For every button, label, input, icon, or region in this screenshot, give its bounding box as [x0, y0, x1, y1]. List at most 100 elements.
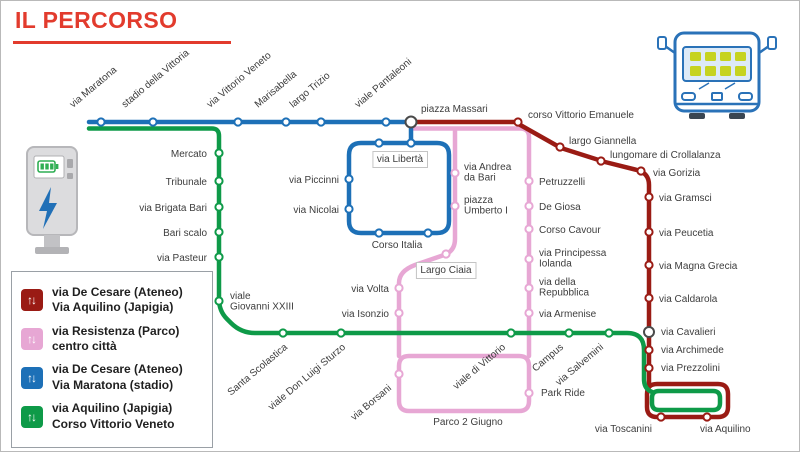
label-box [372, 151, 429, 168]
routes-layer [86, 119, 731, 420]
stop-via-gorizia: via Gorizia [636, 166, 701, 179]
stop-dot [450, 201, 460, 211]
stop-de-giosa: De Giosa [524, 201, 581, 213]
legend-label-blue: via De Cesare (Ateneo) Via Maratona (sta… [52, 362, 183, 392]
stop-label: via Nicolai [293, 205, 339, 216]
stop-via-volta: via Volta [351, 283, 404, 295]
stop-label: via Maratona [68, 64, 120, 110]
stop-label: via Aquilino [700, 424, 751, 435]
stop-dot [394, 308, 404, 318]
stop-dot [644, 192, 654, 202]
stop-largo-ciaia: Largo Ciaia [415, 249, 477, 279]
stop-dot [344, 174, 354, 184]
stop-via-maratona: via Maratona [68, 64, 120, 127]
stop-label: Tribunale [166, 177, 208, 188]
stop-dot [450, 168, 460, 178]
stop-viale-pantaleoni: viale Pantaleoni [353, 56, 414, 127]
stop-dot [524, 308, 534, 318]
stop-mercato: Mercato [171, 148, 224, 160]
stop-via-gramsci: via Gramsci [644, 192, 712, 204]
stop-dot [233, 117, 243, 127]
stop-parco-2-giugno: Parco 2 Giugno [433, 417, 503, 428]
stop-lungomare-di-crollalanza: lungomare di Crollalanza [596, 150, 721, 166]
stop-via-cavalieri: via Cavalieri [643, 326, 715, 338]
legend-swatch-green: ↑↓ [21, 405, 43, 428]
stop-label: via Archimede [661, 345, 724, 356]
right-headlight [738, 92, 753, 101]
direction-arrows-icon: ↑↓ [27, 370, 37, 385]
stop-label: via Volta [351, 284, 389, 295]
stop-dot [702, 412, 712, 422]
stop-label: via Peucetia [659, 228, 714, 239]
route-green-aquilino-loop [649, 388, 723, 413]
stop-viale-di-vittorio: viale di Vittorio [451, 328, 516, 392]
stop-dot [214, 252, 224, 262]
legend-swatch-red: ↑↓ [21, 289, 43, 312]
stop-label: via Caldarola [659, 294, 718, 305]
stop-dot [643, 326, 655, 338]
left-headlight [681, 92, 696, 101]
stop-dot [404, 115, 418, 129]
stop-corso-italia-east [423, 228, 433, 238]
stop-label: corso Vittorio Emanuele [528, 110, 634, 121]
stop-label: via Gramsci [659, 193, 712, 204]
stop-largo-giannella: largo Giannella [555, 136, 637, 152]
legend-label-pink: via Resistenza (Parco) centro città [52, 323, 180, 354]
stop-via-aquilino: via Aquilino [700, 412, 751, 435]
stop-label: via Borsani [349, 383, 394, 423]
stop-via-piccinni: via Piccinni [289, 174, 354, 186]
stop-label: via Prezzolini [661, 363, 720, 374]
stop-via-armenise: via Armenise [524, 308, 597, 320]
stop-dot [644, 293, 654, 303]
stop-label: Parco 2 Giugno [433, 417, 503, 428]
stop-label: via Cavalieri [661, 327, 715, 338]
stop-corso-vittorio-emanuele: corso Vittorio Emanuele [513, 110, 634, 127]
stop-label: viale di Vittorio [451, 342, 508, 392]
legend-label-red: via De Cesare (Ateneo) Via Aquilino (Jap… [52, 285, 183, 315]
lightning-bolt-icon [39, 187, 57, 229]
stop-label: via Magna Grecia [659, 261, 738, 272]
stop-dot [524, 254, 534, 264]
direction-arrows-icon: ↑↓ [27, 409, 37, 424]
stop-stadio-della-vittoria: stadio della Vittoria [120, 47, 192, 127]
stop-label: Park Ride [541, 388, 585, 399]
stop-piazza-massari: piazza Massari [404, 104, 488, 129]
stop-dot [394, 283, 404, 293]
stop-corso-italia: Corso Italia [372, 228, 423, 251]
stop-dot [281, 117, 291, 127]
stop-label: via Piccinni [289, 175, 339, 186]
stop-dot [644, 345, 654, 355]
route-green-line [86, 126, 655, 395]
stop-label: Mercato [171, 149, 208, 160]
stop-dot [214, 148, 224, 158]
route-blue-liberta-loop [346, 140, 452, 236]
stop-dot [214, 176, 224, 186]
stop-dot [336, 328, 346, 338]
legend-item-pink: ↑↓ via Resistenza (Parco) centro città [21, 324, 203, 355]
right-mirror [767, 36, 777, 50]
stop-dot [381, 117, 391, 127]
stop-dot [394, 369, 404, 379]
stop-label: lungomare di Crollalanza [610, 150, 721, 161]
stop-bari-scalo: Bari scalo [163, 227, 224, 239]
legend-label-green: via Aquilino (Japigia) Corso Vittorio Ve… [52, 401, 175, 431]
stop-dot [423, 228, 433, 238]
stop-via-magna-grecia: via Magna Grecia [644, 260, 738, 272]
stop-via-pasteur: via Pasteur [157, 252, 224, 264]
stop-viale-don-luigi-sturzo: viale Don Luigi Sturzo [266, 328, 348, 413]
ev-charging-station-icon [26, 146, 78, 254]
stop-via-caldarola: via Caldarola [644, 293, 718, 305]
stop-label: via Pasteur [157, 253, 208, 264]
bus-seats [690, 52, 746, 76]
legend-item-blue: ↑↓ via De Cesare (Ateneo) Via Maratona (… [21, 362, 203, 393]
stop-park-ride: Park Ride [524, 388, 585, 399]
stop-dot [524, 201, 534, 211]
stop-dot [374, 138, 384, 148]
stop-via-salvemini: via Salvemini [554, 328, 614, 388]
